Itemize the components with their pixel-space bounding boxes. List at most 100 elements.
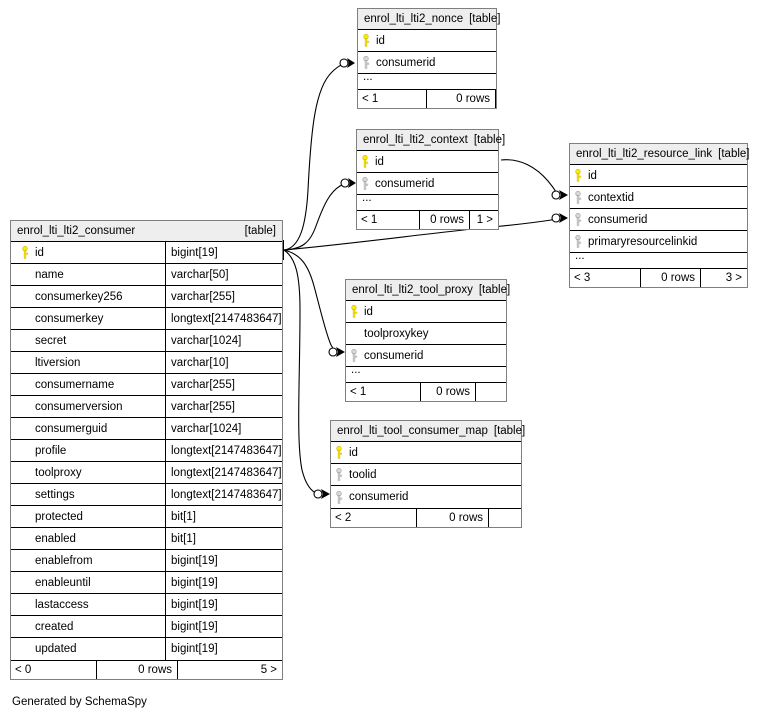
column-name-cell: enablefrom [11,550,165,571]
foreign-key-icon [570,187,585,208]
column-type: varchar[50] [165,264,282,285]
table-body: id consumerid ... [358,30,496,89]
column-name: consumerversion [35,400,123,413]
row-count: 0 rows [96,661,177,679]
column-row[interactable]: consumerid [346,345,506,367]
ellipsis-label: ... [351,367,361,376]
table-enrol-lti-lti2-resource-link[interactable]: enrol_lti_lti2_resource_link [table] id … [569,143,750,288]
foreign-key-icon [358,52,373,73]
column-row[interactable]: contextid [570,187,747,209]
column-type: longtext[2147483647] [165,440,282,461]
column-row[interactable]: consumerid [570,209,747,231]
column-name-cell: enableuntil [11,572,165,593]
column-name-cell: consumerkey [11,308,165,329]
column-name: contextid [588,191,635,204]
primary-key-icon [331,442,346,463]
column-row[interactable]: id [358,30,496,52]
column-name: lastaccess [35,598,89,611]
column-name-cell: consumerversion [11,396,165,417]
column-row[interactable]: enableuntil bigint[19] [11,572,282,594]
incoming-relations-count: < 0 [15,664,32,676]
column-row[interactable]: consumerid [331,486,521,508]
column-name: id [35,246,44,259]
column-row[interactable]: toolid [331,464,521,486]
outgoing-relations-count [495,90,501,108]
column-type: bit[1] [165,506,282,527]
column-name: consumerguid [35,422,108,435]
column-row[interactable]: consumername varchar[255] [11,374,282,396]
table-enrol-lti-lti2-context[interactable]: enrol_lti_lti2_context [table] id consum… [356,129,505,230]
column-row[interactable]: id [357,151,498,173]
column-name: consumerkey256 [35,290,123,303]
column-row[interactable]: created bigint[19] [11,616,282,638]
column-row[interactable]: id [346,301,506,323]
column-row[interactable]: settings longtext[2147483647] [11,484,282,506]
column-type: varchar[1024] [165,418,282,439]
table-enrol-lti-lti2-nonce[interactable]: enrol_lti_lti2_nonce [table] id consumer… [357,8,500,109]
column-row[interactable]: id [570,165,747,187]
column-row[interactable]: id bigint[19] [11,242,282,264]
foreign-key-icon [570,209,585,230]
column-name: toolproxykey [364,327,429,340]
column-row[interactable]: consumerid [358,52,496,74]
column-name: id [375,155,384,168]
more-columns-indicator: ... [357,195,498,210]
table-enrol-lti-lti2-tool-proxy[interactable]: enrol_lti_lti2_tool_proxy [table] id too… [345,279,510,402]
column-name-cell: name [11,264,165,285]
column-type: bigint[19] [165,242,282,263]
column-row[interactable]: protected bit[1] [11,506,282,528]
column-name: consumerid [349,491,409,503]
table-enrol-lti-lti2-consumer[interactable]: enrol_lti_lti2_consumer [table] id bigin… [10,220,283,680]
column-name: id [349,446,358,459]
table-body: id toolproxykey consumerid ... [346,301,506,382]
column-name: protected [35,510,83,523]
more-columns-indicator: ... [570,253,747,268]
table-header: enrol_lti_lti2_tool_proxy [table] [346,280,510,301]
column-name-cell: profile [11,440,165,461]
column-row[interactable]: enablefrom bigint[19] [11,550,282,572]
column-type: bigint[19] [165,572,282,593]
incoming-relations-count: < 3 [574,272,591,284]
column-row[interactable]: ltiversion varchar[10] [11,352,282,374]
column-row[interactable]: lastaccess bigint[19] [11,594,282,616]
column-row[interactable]: name varchar[50] [11,264,282,286]
column-row[interactable]: consumerversion varchar[255] [11,396,282,418]
edge-consumer-to-toolmap [283,249,319,495]
column-name-cell: consumerguid [11,418,165,439]
column-row[interactable]: profile longtext[2147483647] [11,440,282,462]
column-type: varchar[255] [165,286,282,307]
column-name: enablefrom [35,554,93,567]
table-footer: < 1 0 rows [358,89,496,108]
column-row[interactable]: toolproxykey [346,323,506,345]
row-count: 0 rows [419,211,469,229]
column-type: bigint[19] [165,638,282,660]
column-name: consumerid [588,213,648,226]
column-row[interactable]: id [331,442,521,464]
primary-key-icon [346,301,361,322]
table-body: id bigint[19] name varchar[50] consumerk… [11,242,282,660]
row-count: 0 rows [426,90,495,108]
column-row[interactable]: toolproxy longtext[2147483647] [11,462,282,484]
column-type: varchar[255] [165,396,282,417]
table-header: enrol_lti_lti2_resource_link [table] [570,144,750,165]
table-name: enrol_lti_lti2_nonce [364,12,464,25]
column-row[interactable]: consumerkey256 varchar[255] [11,286,282,308]
more-columns-indicator: ... [358,74,496,89]
foreign-key-icon [357,173,372,194]
table-name: enrol_lti_lti2_consumer [17,224,136,237]
column-name: secret [35,334,67,347]
column-name: enabled [35,532,76,545]
column-name-cell: updated [11,638,165,660]
outgoing-relations-count: 1 > [469,211,498,229]
column-row[interactable]: enabled bit[1] [11,528,282,550]
column-type: varchar[10] [165,352,282,373]
table-enrol-lti-tool-consumer-map[interactable]: enrol_lti_tool_consumer_map [table] id t… [330,420,525,528]
column-row[interactable]: consumerguid varchar[1024] [11,418,282,440]
column-row[interactable]: consumerid [357,173,498,195]
column-row[interactable]: primaryresourcelinkid [570,231,747,253]
column-row[interactable]: secret varchar[1024] [11,330,282,352]
column-type: longtext[2147483647] [165,484,282,505]
table-body: id toolid consumerid [331,442,521,508]
column-row[interactable]: updated bigint[19] [11,638,282,660]
column-row[interactable]: consumerkey longtext[2147483647] [11,308,282,330]
